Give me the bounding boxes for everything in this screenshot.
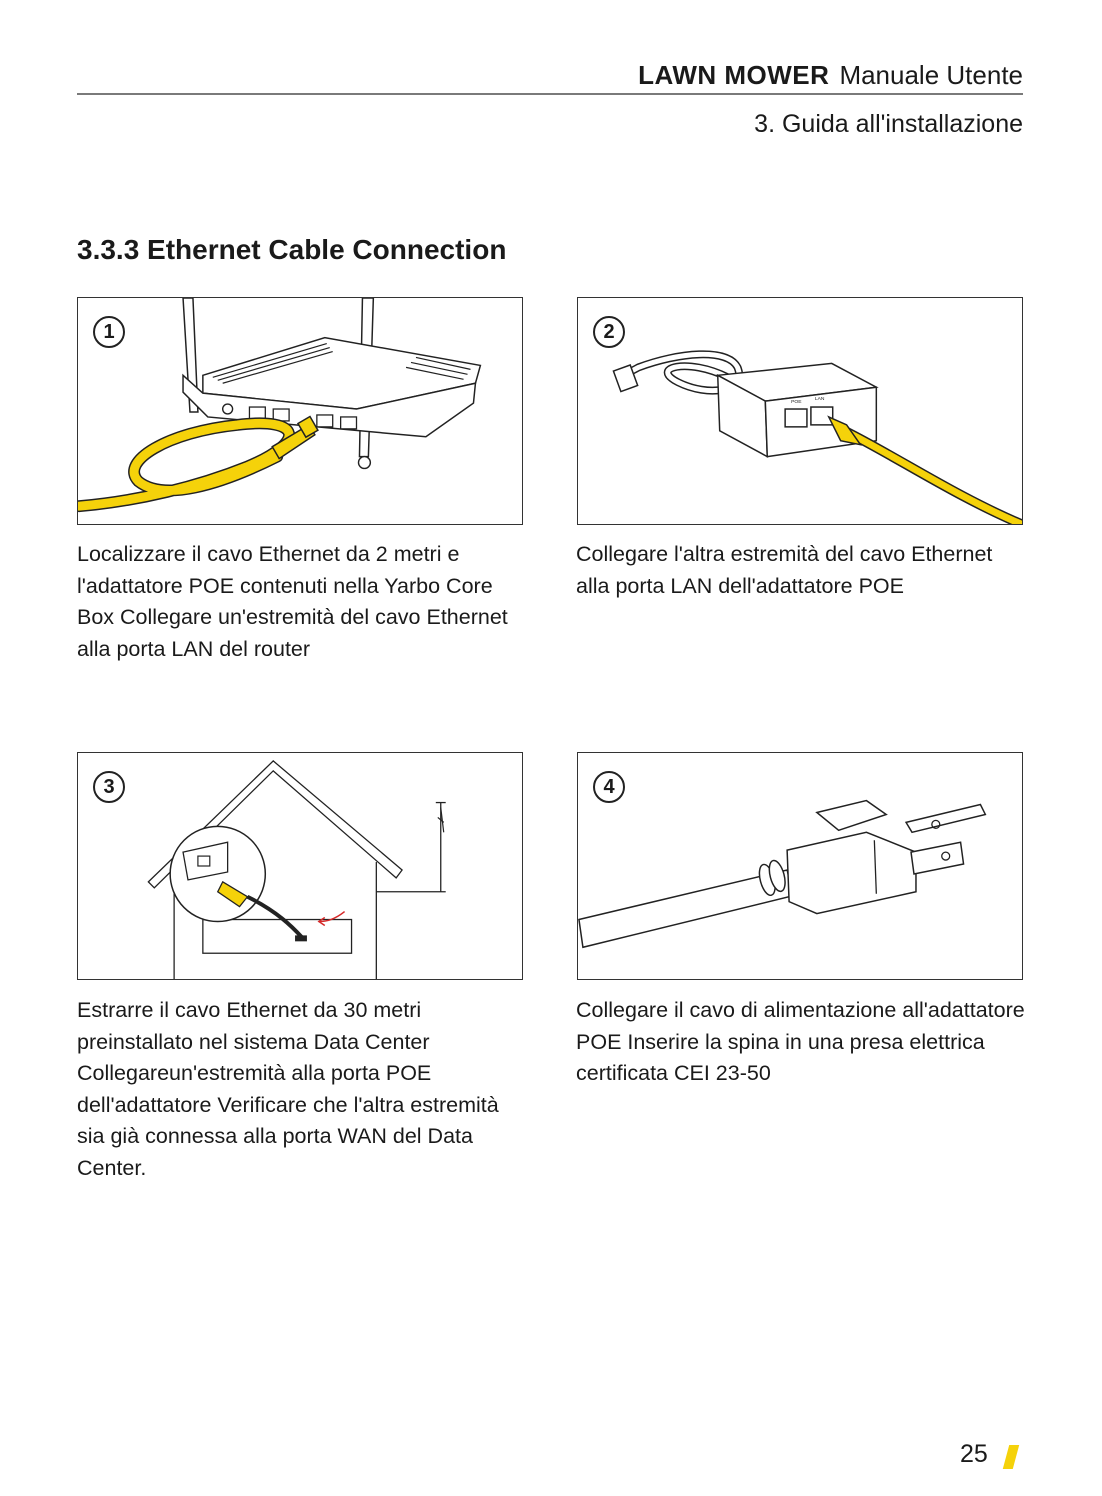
page-title: 3.3.3 Ethernet Cable Connection	[77, 234, 507, 265]
poe-adapter-illustration: POE LAN	[612, 350, 1022, 524]
step-1-illustration: 1	[77, 297, 523, 525]
lan-port-label: LAN	[815, 396, 825, 402]
step-3-illustration: 3	[77, 752, 523, 980]
step-2-illustration: 2 POE LAN	[577, 297, 1023, 525]
header-brand: LAWN MOWER	[638, 60, 830, 90]
poe-port-label: POE	[791, 399, 802, 405]
header-divider	[77, 93, 1023, 95]
step-2-badge: 2	[593, 316, 625, 348]
router-illustration	[78, 298, 482, 513]
step-1-caption: Localizzare il cavo Ethernet da 2 metri …	[77, 542, 508, 661]
step-4-badge: 4	[593, 771, 625, 803]
house-illustration	[147, 760, 446, 979]
step-1-badge: 1	[93, 316, 125, 348]
step-4-caption: Collegare il cavo di alimentazione all'a…	[576, 998, 1025, 1085]
step-2-caption: Collegare l'altra estremità del cavo Eth…	[576, 542, 993, 598]
page-number: 25	[960, 1440, 988, 1468]
page-header: LAWN MOWER Manuale Utente	[77, 60, 1023, 91]
section-label: 3. Guida all'installazione	[754, 110, 1023, 138]
header-manual-title: Manuale Utente	[839, 60, 1023, 90]
power-plug-illustration	[578, 799, 987, 949]
step-4-illustration: 4	[577, 752, 1023, 980]
step-3-badge: 3	[93, 771, 125, 803]
page-accent-mark	[1002, 1445, 1020, 1469]
step-3-caption: Estrarre il cavo Ethernet da 30 metri pr…	[77, 998, 499, 1180]
